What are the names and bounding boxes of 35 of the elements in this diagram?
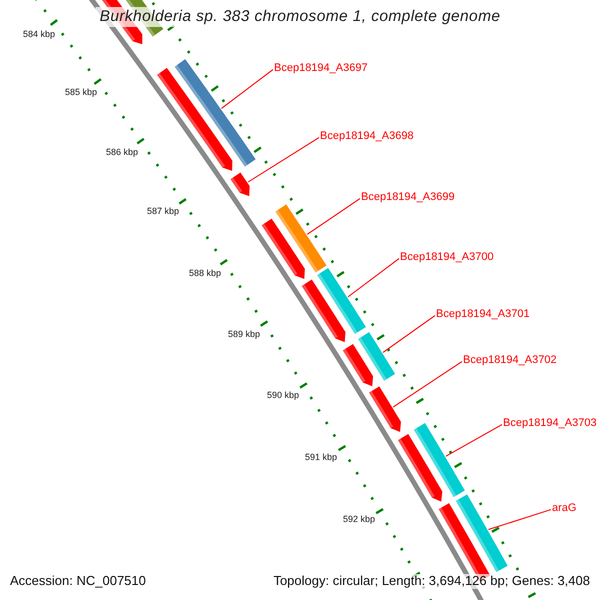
gene-feature (456, 494, 508, 572)
gene-feature (230, 172, 250, 196)
gene-label: Bcep18194_A3698 (320, 130, 414, 143)
gene-feature (358, 332, 396, 381)
leader-line (382, 315, 436, 353)
leader-line (392, 361, 462, 408)
leader-line (221, 69, 274, 109)
leader-line (248, 137, 320, 182)
gene-feature (369, 386, 401, 432)
scale-label: 592 kbp (342, 514, 375, 524)
gene-label: Bcep18194_A3703 (503, 417, 597, 430)
gene-feature (317, 268, 366, 334)
gene-label: araG (552, 502, 576, 515)
gene-label: Bcep18194_A3700 (400, 251, 494, 264)
gene-label: Bcep18194_A3702 (463, 354, 557, 367)
scale-label: 587 kbp (146, 206, 179, 216)
gene-feature (275, 204, 326, 273)
leader-line (306, 198, 360, 235)
leader-line (347, 258, 400, 298)
leader-line (488, 509, 552, 530)
scale-label: 590 kbp (266, 390, 299, 400)
scale-label: 589 kbp (226, 329, 260, 340)
scale-label: 586 kbp (104, 147, 138, 158)
gene-feature (174, 59, 256, 167)
leader-line (445, 424, 502, 457)
gene-label: Bcep18194_A3701 (436, 308, 530, 321)
gene-label: Bcep18194_A3697 (274, 62, 368, 75)
gene-label: Bcep18194_A3699 (361, 191, 455, 204)
gene-feature (414, 423, 465, 498)
genome-info-text: Topology: circular; Length: 3,694,126 bp; Genes: 3,408 (273, 574, 590, 589)
scale-label: 585 kbp (64, 87, 97, 98)
scale-label: 584 kbp (22, 29, 55, 40)
accession-text: Accession: NC_007510 (10, 574, 146, 589)
scale-label: 591 kbp (304, 452, 337, 462)
scale-label: 588 kbp (188, 268, 221, 278)
